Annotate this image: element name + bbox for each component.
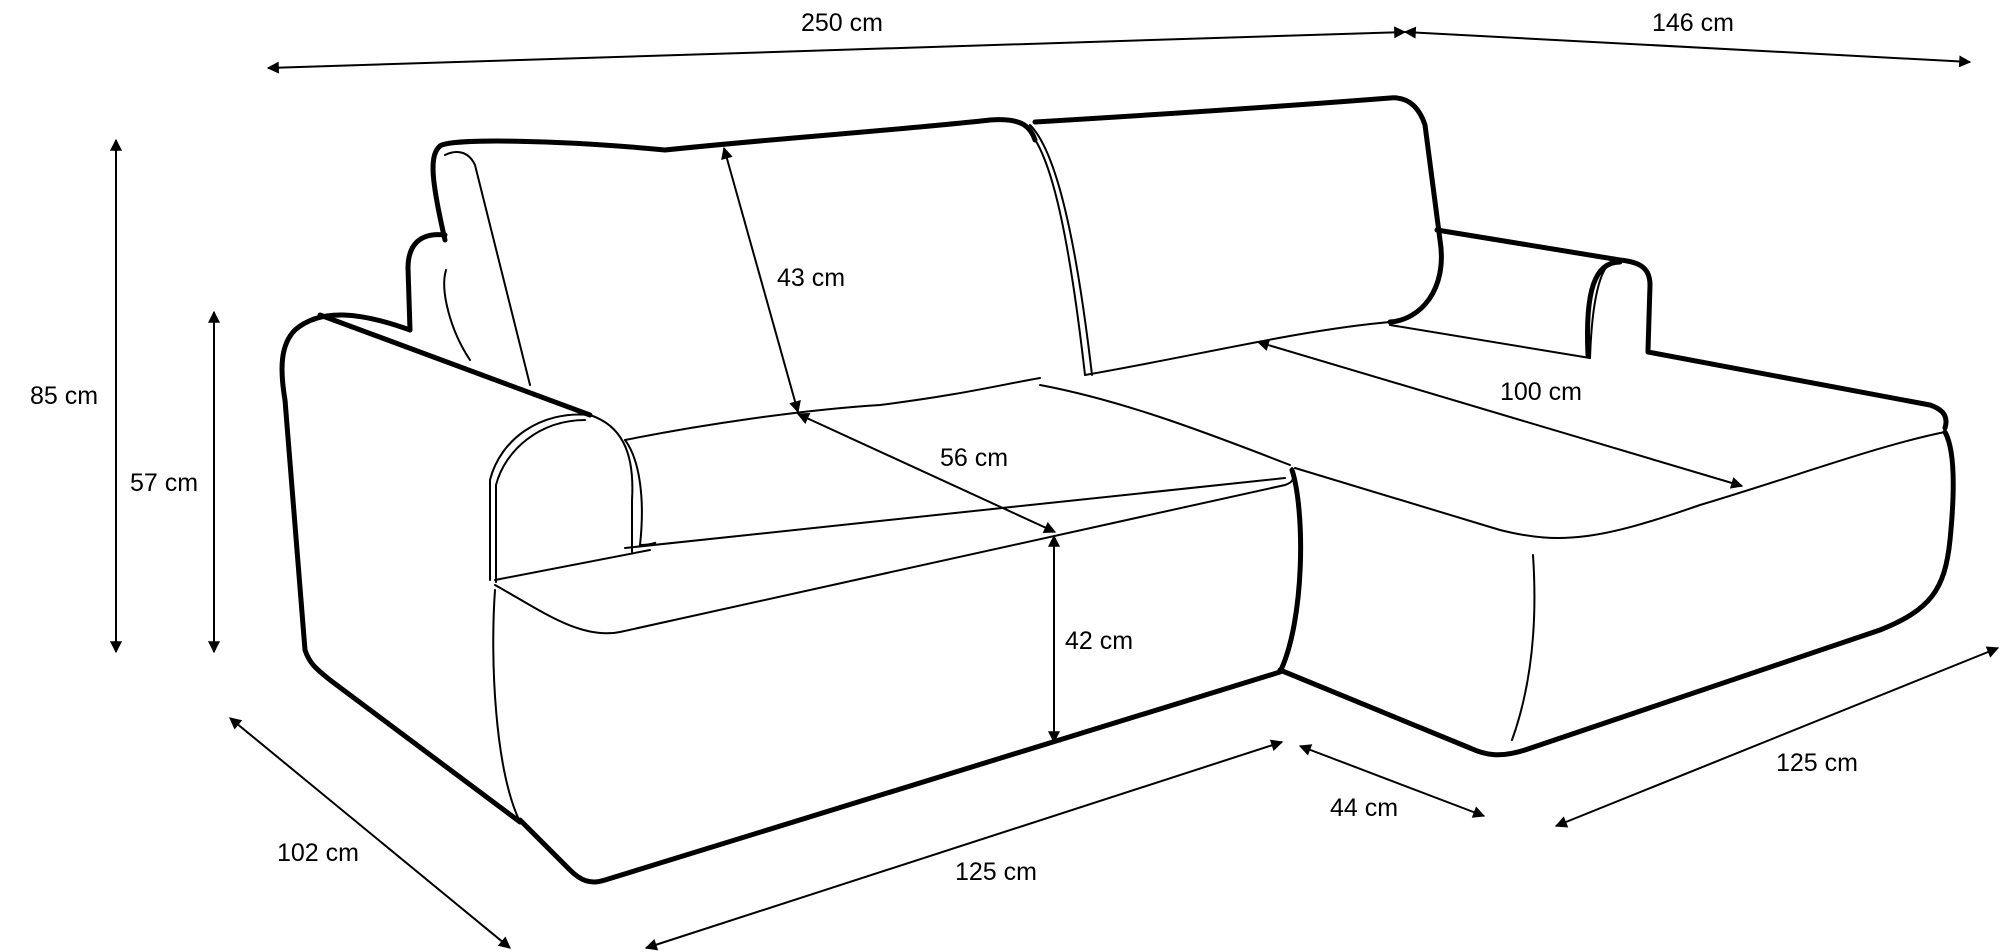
seat-back-line [624,377,1041,441]
dim-line-chaise-width [1403,26,1972,68]
back-cushion-divider-2 [1029,124,1093,376]
label-total-width: 250 cm [801,9,883,37]
label-seat-depth: 56 cm [940,444,1008,472]
armrest-top [317,312,593,418]
label-armrest-height: 57 cm [130,469,198,497]
sofa-drawing [279,95,1956,885]
chaise-side [1277,429,1956,758]
armrest-scroll [489,413,634,581]
dim-line-chaise-seat-length [1256,339,1744,489]
dim-line-total-width [266,26,1407,74]
armrest-inner-line [624,439,657,546]
dim-line-backrest-height [721,146,801,414]
back-cushion-left [437,117,1038,153]
seat-cushion-line [1039,384,1291,466]
label-total-depth: 102 cm [277,839,359,867]
back-cushion-left-side-inner [443,269,471,361]
seat-front-panel [517,467,1304,885]
dim-line-front-width [644,739,1284,951]
dim-line-total-depth [229,717,511,949]
chaise-bolster-inner [1589,261,1613,359]
dimension-lines [110,26,2000,951]
chaise-bolster-line [1389,324,1591,359]
dim-line-chaise-length [1554,646,2000,828]
chaise-seat-top [1645,349,1949,431]
label-front-width: 125 cm [955,858,1037,886]
label-chaise-length: 125 cm [1776,749,1858,777]
label-chaise-offset: 44 cm [1330,794,1398,822]
back-cushion-right-bottom [1084,321,1391,376]
label-total-height: 85 cm [30,382,98,410]
back-cushion-left-side [444,151,531,386]
armrest-outer [279,312,523,825]
label-seat-height: 42 cm [1065,627,1133,655]
armrest-scroll-inner [495,419,586,583]
dim-line-chaise-offset [1298,744,1486,818]
dimension-labels: 250 cm 146 cm 85 cm 57 cm 43 cm 56 cm 10… [30,9,1858,886]
seat-front-left-curve [492,589,521,823]
dim-line-seat-depth [796,413,1057,533]
chaise-back [1434,227,1653,353]
chaise-seat-front-edge [1294,431,1946,539]
chaise-bolster [1585,259,1623,358]
seat-front-top-outer [494,477,1286,581]
back-cushion-divider [1019,121,1086,376]
back-cushion-right [1032,95,1444,325]
label-chaise-seat-length: 100 cm [1500,378,1582,406]
seat-front-top [494,467,1295,635]
back-cushion-left-edge [430,143,448,243]
left-back-side [405,232,448,333]
label-backrest-height: 43 cm [777,264,845,292]
label-chaise-width: 146 cm [1652,9,1734,37]
chaise-front-curve [1511,554,1536,741]
